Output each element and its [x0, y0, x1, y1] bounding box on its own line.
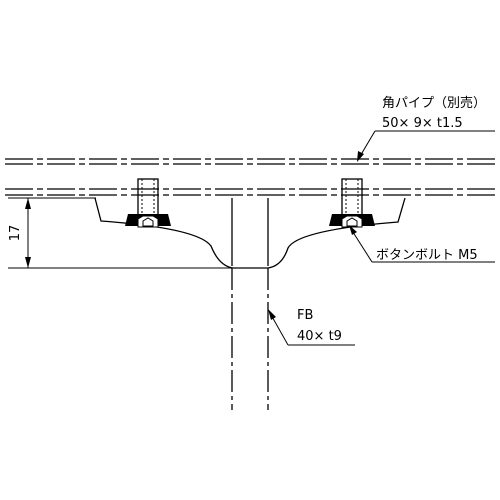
bracket-outline: [94, 197, 406, 269]
pipe-name-label: 角パイプ（別売）: [382, 95, 486, 111]
right-bolt-hex: [346, 217, 358, 227]
leader-pipe: 角パイプ（別売） 50× 9× t1.5: [357, 95, 495, 162]
dimension-17: 17: [8, 197, 232, 269]
bolt-label: ボタンボルト M5: [376, 248, 478, 263]
fb-name-label: FB: [297, 308, 313, 323]
flat-bar-hidden: [231, 268, 269, 410]
leader-pipe-arrow: [357, 151, 364, 162]
dim-value: 17: [8, 225, 23, 242]
right-bolt: [329, 178, 375, 228]
right-bolt-shank: [341, 178, 363, 216]
leader-bolt: ボタンボルト M5: [349, 225, 495, 263]
fb-size-label: 40× t9: [297, 329, 342, 344]
leader-bolt-diagonal: [350, 228, 373, 263]
pipe-size-label: 50× 9× t1.5: [382, 116, 463, 131]
left-bolt-hex: [142, 217, 154, 227]
dim-arrow-top: [25, 198, 31, 209]
left-bolt-shank: [137, 178, 159, 216]
leader-bolt-arrow: [349, 225, 357, 235]
left-bolt: [125, 178, 171, 228]
square-pipe: [5, 158, 495, 196]
dim-arrow-bottom: [25, 257, 31, 268]
leader-fb-arrow: [268, 309, 276, 320]
leader-fb: FB 40× t9: [268, 308, 355, 346]
bracket: [94, 197, 406, 269]
